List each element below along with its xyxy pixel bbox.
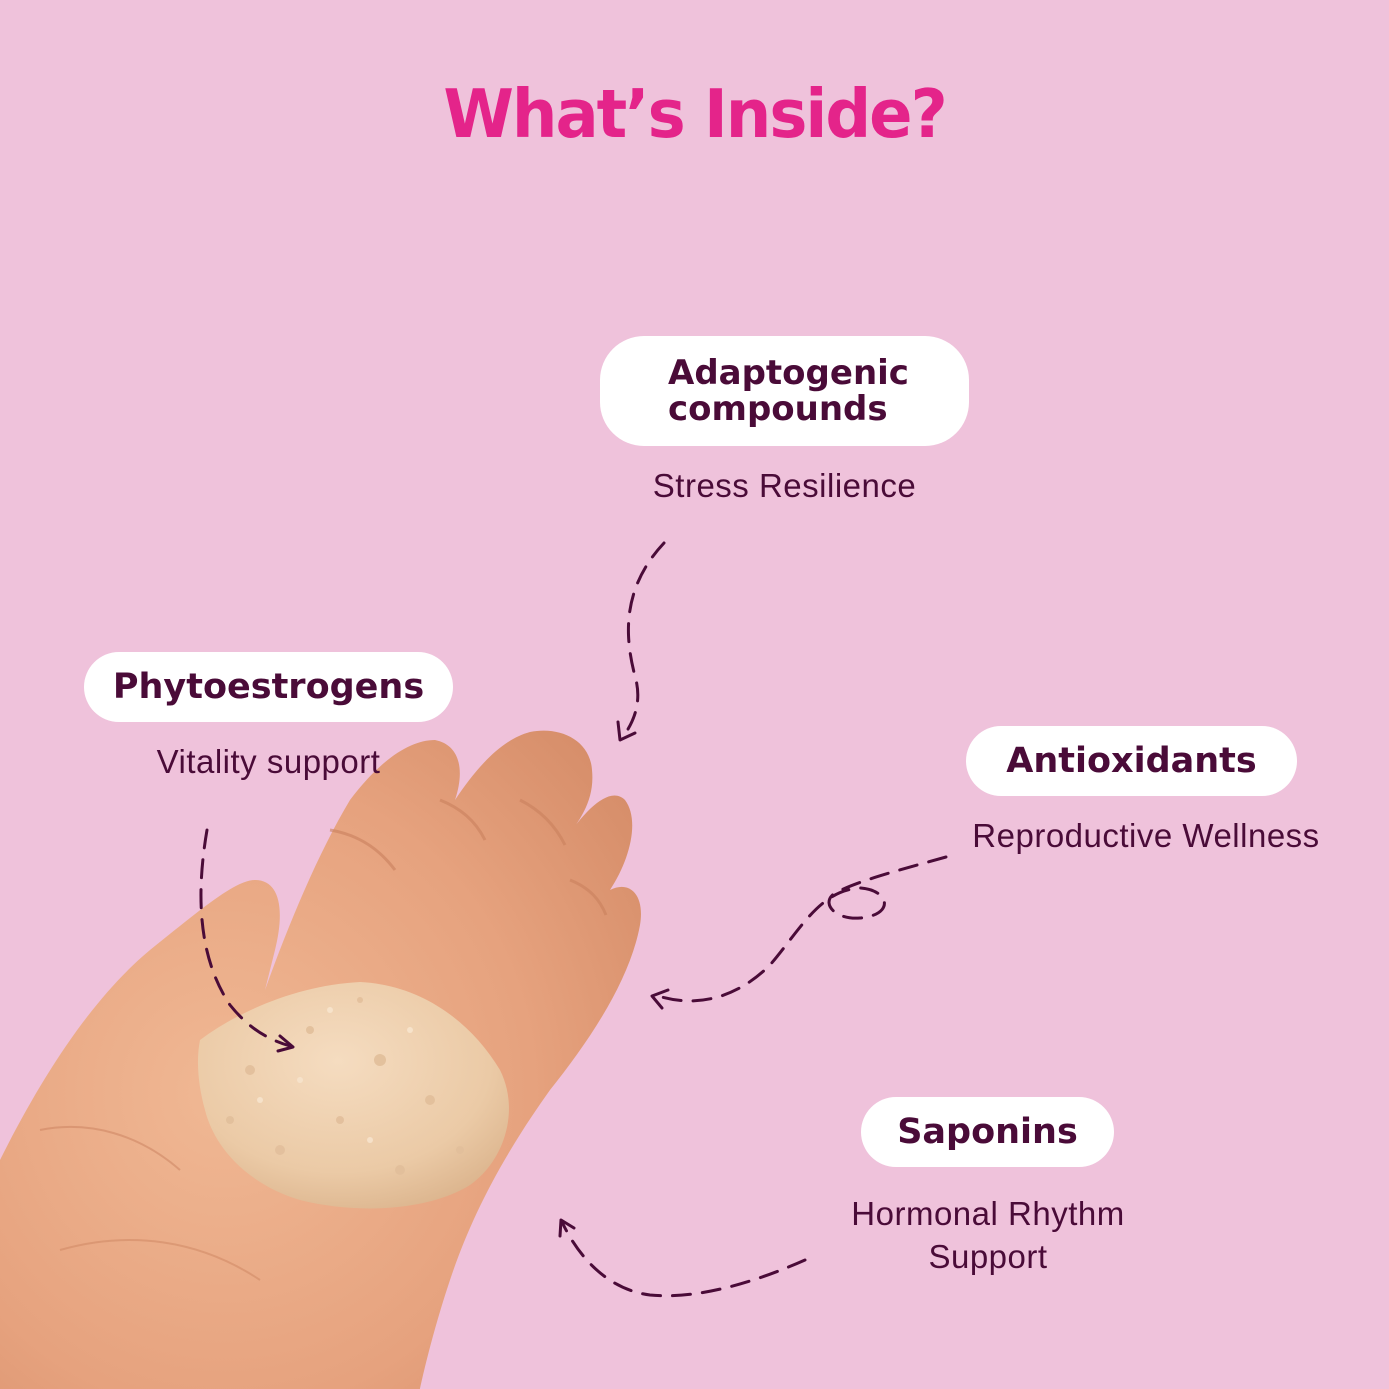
page-title: What’s Inside? [443, 76, 947, 154]
arrow-saponins [560, 1220, 807, 1298]
ingredient-name-saponins: Saponins [897, 1112, 1078, 1152]
arrowhead-antioxidants [650, 988, 670, 1010]
arrow-antioxidants [653, 855, 948, 1003]
arrowhead-saponins [558, 1218, 576, 1238]
arrowhead-adaptogenic [616, 720, 637, 742]
arrow-phytoestrogens [199, 828, 292, 1048]
arrow-adaptogenic [620, 541, 666, 740]
ingredient-name-adaptogenic: Adaptogenic compounds [668, 353, 909, 429]
ingredient-benefit-saponins: Hormonal Rhythm Support [851, 1195, 1125, 1275]
ingredient-benefit-antioxidants: Reproductive Wellness [972, 817, 1320, 854]
ingredient-benefit-adaptogenic: Stress Resilience [652, 467, 917, 504]
ingredient-pill-adaptogenic: Adaptogenic compounds [600, 336, 969, 446]
ingredient-pill-antioxidants: Antioxidants [966, 726, 1297, 796]
arrowhead-phytoestrogens [276, 1034, 295, 1053]
ingredient-pill-phytoestrogens: Phytoestrogens [84, 652, 453, 722]
ingredient-name-phytoestrogens: Phytoestrogens [112, 667, 425, 707]
ingredient-name-antioxidants: Antioxidants [1006, 741, 1257, 781]
ingredient-benefit-phytoestrogens: Vitality support [156, 743, 381, 780]
ingredient-pill-saponins: Saponins [861, 1097, 1114, 1167]
